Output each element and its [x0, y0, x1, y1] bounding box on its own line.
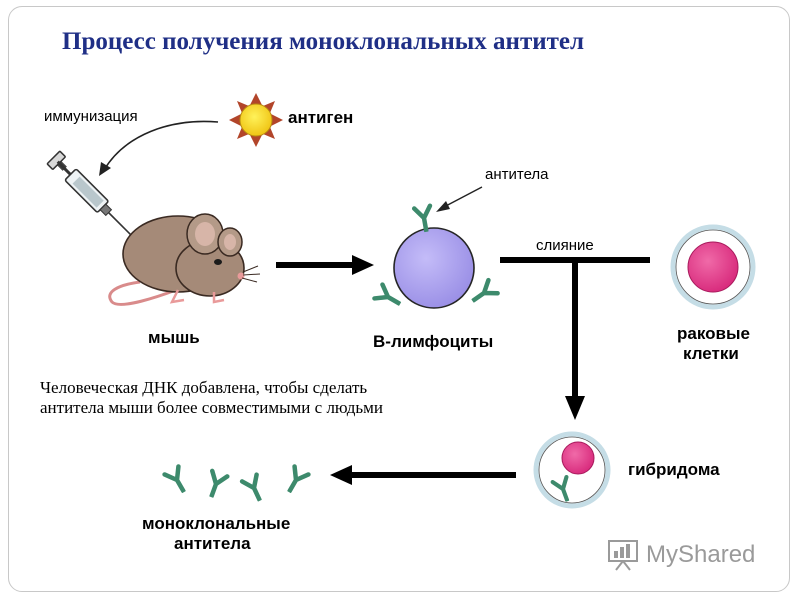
immunization-label: иммунизация — [44, 108, 138, 125]
b-lymphocytes-label: В-лимфоциты — [373, 332, 494, 351]
fusion-connector — [500, 257, 650, 420]
hybridoma-label: гибридома — [628, 460, 720, 479]
human-dna-note-line1: Человеческая ДНК добавлена, чтобы сделат… — [40, 378, 368, 397]
watermark-text: MyShared — [646, 541, 756, 568]
monoclonal-label-line1: моноклональные — [142, 514, 291, 533]
hybridoma-cell — [533, 431, 611, 509]
antibodies-pointer-arrow — [436, 186, 483, 212]
monoclonal-antibodies-group — [165, 466, 309, 503]
immunization-arrow — [99, 120, 219, 176]
antigen-label: антиген — [288, 108, 354, 127]
arrow-mouse-to-bcell — [276, 255, 374, 275]
human-dna-note-line2: антитела мыши более совместимыми с людьм… — [40, 398, 384, 417]
slide-frame — [8, 6, 790, 592]
slide-title: Процесс получения моноклональных антител — [62, 28, 585, 55]
watermark-logo: MyShared — [606, 538, 755, 572]
arrow-hybridoma-to-antibodies — [330, 465, 516, 485]
b-lymphocyte-cell — [374, 206, 497, 311]
antigen-icon — [229, 93, 283, 147]
mouse-label: мышь — [148, 328, 200, 347]
cancer-cells-label-line2: клетки — [683, 344, 739, 363]
monoclonal-label-line2: антитела — [174, 534, 251, 553]
mouse-icon — [108, 213, 261, 306]
cancer-cell — [670, 224, 756, 310]
syringe-icon — [46, 150, 137, 241]
cancer-cells-label-line1: раковые — [677, 324, 750, 343]
fusion-label: слияние — [536, 237, 594, 254]
presentation-board-icon — [608, 540, 638, 571]
antibodies-label: антитела — [485, 166, 549, 183]
